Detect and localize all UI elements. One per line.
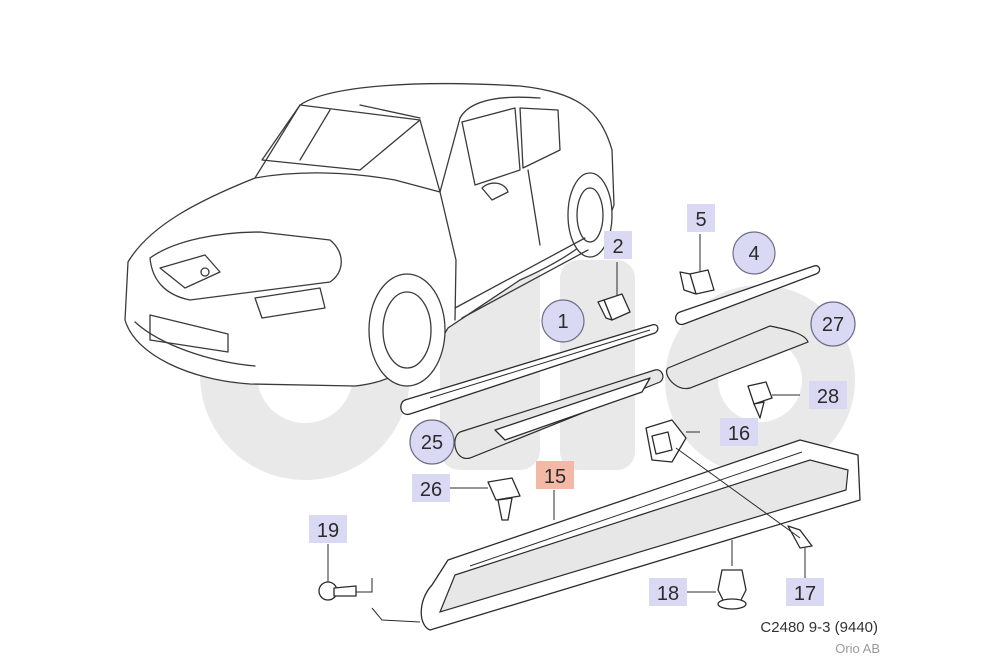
- svg-text:27: 27: [822, 314, 844, 336]
- part-25-sill-trim: [454, 369, 664, 459]
- svg-text:2: 2: [612, 236, 623, 258]
- callout-4: 4: [732, 231, 776, 275]
- svg-text:28: 28: [817, 386, 839, 408]
- leader-lines: [327, 234, 806, 623]
- callout-17: 17: [786, 578, 824, 606]
- car-illustration: [124, 82, 615, 387]
- part-18-clip: [717, 569, 747, 610]
- callout-25: 25: [409, 419, 455, 465]
- part-17-screw: [787, 525, 813, 549]
- part-2-clip: [597, 293, 631, 321]
- part-4-moulding: [674, 265, 821, 326]
- svg-text:5: 5: [695, 209, 706, 231]
- callout-15: 15: [536, 461, 574, 489]
- callout-27: 27: [810, 301, 856, 347]
- svg-text:15: 15: [544, 466, 566, 488]
- part-16-bracket: [645, 419, 687, 463]
- svg-text:19: 19: [317, 520, 339, 542]
- svg-text:1: 1: [557, 311, 568, 333]
- callout-1: 1: [541, 299, 585, 343]
- svg-text:18: 18: [657, 583, 679, 605]
- callout-5: 5: [687, 204, 715, 232]
- callout-18: 18: [649, 578, 687, 606]
- part-27-rear-trim: [666, 325, 809, 390]
- part-1-moulding: [400, 324, 659, 416]
- diagram-reference: C2480 9-3 (9440): [760, 619, 878, 636]
- svg-text:16: 16: [728, 423, 750, 445]
- part-28-clip: [747, 381, 773, 419]
- callout-2: 2: [604, 231, 632, 259]
- callout-19: 19: [309, 515, 347, 543]
- callout-28: 28: [809, 381, 847, 409]
- svg-text:4: 4: [748, 243, 759, 265]
- callout-26: 26: [412, 474, 450, 502]
- svg-text:26: 26: [420, 479, 442, 501]
- svg-text:25: 25: [421, 432, 443, 454]
- brand-label: Orio AB: [835, 641, 880, 656]
- callout-16: 16: [720, 418, 758, 446]
- svg-text:17: 17: [794, 583, 816, 605]
- part-15-rocker-panel: [420, 439, 861, 631]
- part-19-bolt: [318, 581, 357, 601]
- part-5-clip: [679, 269, 715, 295]
- part-26-clip: [487, 477, 521, 521]
